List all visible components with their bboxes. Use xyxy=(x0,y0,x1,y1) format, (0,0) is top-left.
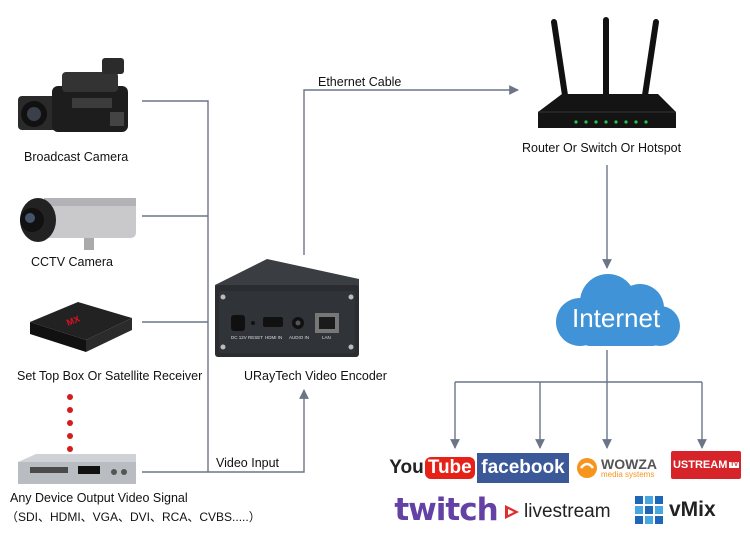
video-input-label: Video Input xyxy=(216,456,280,470)
dvd-player-icon xyxy=(14,452,140,488)
youtube-logo: You Tube xyxy=(389,452,475,484)
port-reset-label: RESET xyxy=(248,335,264,340)
set-top-box-label: Set Top Box Or Satellite Receiver xyxy=(17,369,203,383)
router-icon xyxy=(532,16,682,138)
vmix-grid-icon xyxy=(635,496,663,524)
wowza-logo: WOWZA media systems xyxy=(576,451,674,485)
cctv-camera-icon xyxy=(14,190,140,252)
video-encoder-device: DC 12V RESET HDMI IN AUDIO IN LAN xyxy=(211,255,363,361)
continuation-dots xyxy=(67,394,73,452)
vmix-text: vMix xyxy=(669,498,716,521)
twitch-logo: twitch xyxy=(394,490,498,530)
bus-line xyxy=(142,100,209,472)
router-label: Router Or Switch Or Hotspot xyxy=(522,141,682,155)
cctv-camera-label: CCTV Camera xyxy=(31,255,113,269)
wowza-text: WOWZA xyxy=(601,456,657,472)
ethernet-arrow xyxy=(303,85,519,255)
facebook-logo: facebook xyxy=(477,453,569,483)
port-dc-label: DC 12V xyxy=(231,335,247,340)
twitch-text: twitch xyxy=(394,492,498,528)
livestream-arrow-icon xyxy=(505,505,519,519)
youtube-tube: Tube xyxy=(424,457,475,479)
youtube-you: You xyxy=(389,457,424,478)
facebook-text: facebook xyxy=(481,457,565,478)
internet-cloud-icon xyxy=(550,268,684,354)
encoder-label: URayTech Video Encoder xyxy=(244,369,387,383)
ustream-logo: USTREAM TV xyxy=(671,451,741,479)
broadcast-camera-icon xyxy=(12,52,142,142)
port-lan-label: LAN xyxy=(322,335,331,340)
livestream-logo: livestream xyxy=(503,497,621,527)
wowza-swirl-icon xyxy=(577,458,597,478)
livestream-text: livestream xyxy=(524,501,611,522)
any-device-label-2: （SDI、HDMI、VGA、DVI、RCA、CVBS.....） xyxy=(6,510,261,524)
svg-text:MX: MX xyxy=(65,314,81,328)
vmix-logo: vMix xyxy=(634,492,724,528)
ustream-tv-text: TV xyxy=(729,462,740,468)
set-top-box-icon: MX xyxy=(24,296,136,358)
distribution-line xyxy=(455,350,702,383)
port-hdmi-label: HDMI IN xyxy=(265,335,283,340)
wowza-subtext: media systems xyxy=(601,470,655,479)
ethernet-cable-label: Ethernet Cable xyxy=(318,75,402,89)
port-audio-label: AUDIO IN xyxy=(289,335,310,340)
any-device-label-1: Any Device Output Video Signal xyxy=(10,491,188,505)
broadcast-camera-label: Broadcast Camera xyxy=(24,150,129,164)
video-input-arrow xyxy=(208,389,309,473)
internet-label: Internet xyxy=(572,303,661,333)
ustream-text: USTREAM xyxy=(672,459,728,471)
